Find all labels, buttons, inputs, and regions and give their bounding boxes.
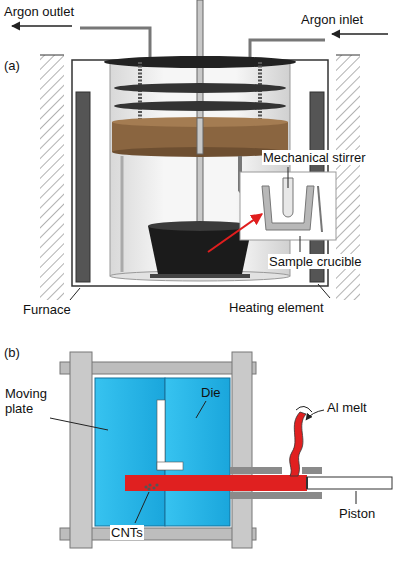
panel-letter: (a): [3, 58, 21, 73]
lid: [104, 56, 296, 68]
die-block: [165, 378, 230, 526]
moving-plate: [95, 378, 165, 526]
heating-element: [76, 92, 90, 282]
shot-sleeve: [230, 467, 282, 474]
stirrer-rod: [197, 118, 203, 154]
stirrer-rod: [197, 0, 203, 238]
ladle-lip: [296, 406, 312, 412]
shot-sleeve: [230, 492, 322, 499]
fixed-plate: [232, 352, 252, 548]
al-melt: [125, 475, 307, 491]
part-label: CNTs: [110, 525, 144, 540]
leader-line: [356, 491, 357, 504]
die-cavity: [157, 462, 183, 470]
melt-stream: [290, 412, 306, 476]
part-label: Furnace: [22, 302, 72, 317]
plate: [114, 83, 286, 93]
leader-line: [70, 288, 80, 300]
leader-line: [196, 401, 206, 418]
leader-line: [306, 410, 324, 420]
plate: [114, 101, 286, 111]
flow-arrow: [12, 25, 72, 26]
gas-label: Argon outlet: [3, 4, 75, 19]
support-rod: [121, 156, 124, 272]
zoom-arrow: [208, 214, 262, 252]
outlet-pipe: [80, 28, 150, 62]
panel-letter: (b): [3, 345, 21, 360]
part-label: Moving plate: [4, 386, 62, 416]
leader-line: [135, 492, 149, 523]
thermocouple-section: [318, 186, 322, 232]
crucible: [148, 221, 252, 231]
part-label: Sample crucible: [268, 254, 363, 269]
part-label: Al melt: [326, 400, 368, 415]
die-casting-panel: [50, 352, 392, 548]
ground-hatch: [40, 55, 64, 300]
part-label: Heating element: [228, 300, 325, 315]
frame-plate: [70, 352, 92, 548]
part-label: Die: [200, 385, 222, 400]
cnt-particles: [144, 483, 158, 490]
leader-line: [318, 284, 330, 298]
leader-line: [300, 236, 301, 252]
ground-edge: [40, 55, 64, 56]
part-label: Piston: [338, 506, 376, 521]
piston: [307, 477, 392, 489]
crucible-base: [150, 274, 250, 278]
flow-arrow: [332, 33, 388, 34]
die-cavity: [157, 400, 165, 470]
leader-line: [50, 418, 108, 430]
ground-edge: [336, 55, 360, 56]
shot-sleeve: [302, 467, 322, 474]
leader-line: [288, 167, 289, 188]
piston-head: [306, 477, 308, 489]
furnace-panel: [12, 0, 388, 300]
gas-label: Argon inlet: [300, 12, 364, 27]
part-label: Mechanical stirrer: [262, 150, 367, 165]
